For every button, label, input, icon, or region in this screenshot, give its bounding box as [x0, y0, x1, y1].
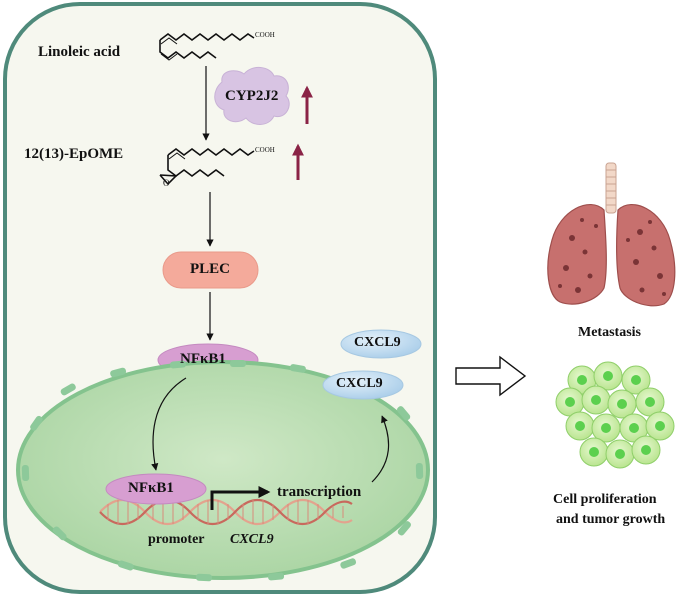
tumor-growth-label: and tumor growth	[556, 512, 666, 527]
epome-structure	[159, 148, 255, 186]
cxcl9-bubble-top	[340, 329, 422, 359]
cyp2j2-enzyme	[214, 67, 290, 125]
promoter-label: promoter	[148, 532, 205, 547]
cyp2j2-label: CYP2J2	[225, 88, 279, 104]
cxcl9-bubble-bottom	[322, 370, 404, 400]
linoleic-acid-structure	[159, 33, 255, 61]
metastasis-label: Metastasis	[578, 325, 641, 340]
tumor-cells-icon	[555, 361, 675, 469]
arrow-to-cxcl9	[371, 415, 390, 483]
epoxide-o-label: O	[163, 178, 170, 188]
cxcl9-top-label: CXCL9	[354, 335, 401, 350]
nfkb1-nucleus-label: NFκB1	[128, 480, 174, 496]
plec-pill	[162, 251, 259, 289]
plec-label: PLEC	[190, 261, 231, 277]
cxcl9-gene-label: CXCL9	[230, 532, 274, 547]
nfkb1-nucleus-oval	[105, 473, 207, 505]
cxcl9-bottom-label: CXCL9	[336, 376, 383, 391]
cooh-label: COOH	[255, 146, 275, 154]
transcription-label: transcription	[277, 484, 362, 500]
nfkb1-cytoplasm-label: NFκB1	[180, 351, 226, 367]
cooh-label: COOH	[255, 31, 275, 39]
linoleic-acid-label: Linoleic acid	[38, 44, 121, 60]
dna-helix-icon	[99, 498, 353, 526]
hollow-arrow-icon	[455, 355, 527, 397]
cell-proliferation-label: Cell proliferation	[553, 492, 657, 507]
transcription-start-arrow	[210, 486, 271, 510]
arrow-nfkb1-to-nucleus	[151, 377, 187, 471]
epome-label: 12(13)-EpOME	[24, 146, 124, 162]
lung-icon	[547, 162, 676, 307]
